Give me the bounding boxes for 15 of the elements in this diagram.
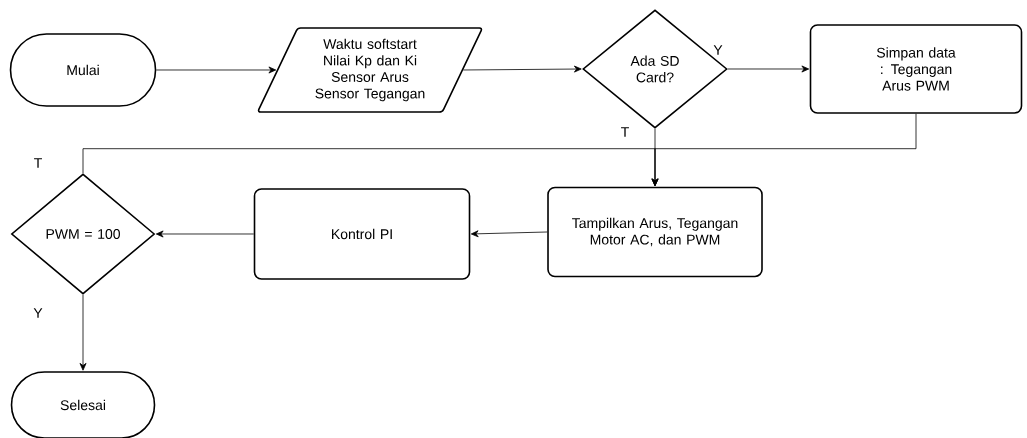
process-box: Kontrol PI xyxy=(253,188,471,280)
arrow xyxy=(462,65,582,73)
arrow xyxy=(82,148,659,187)
process-box: Tampilkan Arus, Tegangan Motor AC, dan PWM xyxy=(547,186,763,278)
arrow xyxy=(155,66,277,74)
edge-label: Y xyxy=(32,307,44,319)
input-parallelogram: Waktu softstart Nilai Kp dan Ki Sensor Arus Sensor Tegangan xyxy=(257,27,483,113)
edge-label: T xyxy=(32,157,44,169)
process-box: Simpan data : Tegangan Arus PWM xyxy=(809,24,1023,114)
edge-label: Y xyxy=(712,44,724,56)
arrow xyxy=(470,230,548,238)
arrow xyxy=(727,65,810,73)
arrow xyxy=(155,230,255,238)
edge-label: T xyxy=(619,126,631,138)
arrow xyxy=(79,294,87,371)
